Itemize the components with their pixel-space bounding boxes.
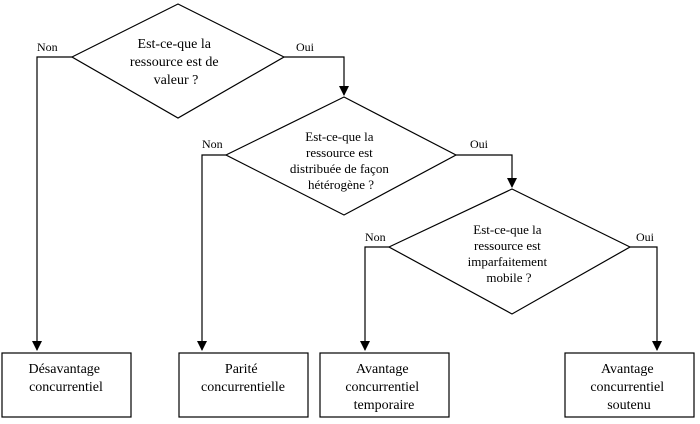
- outcome-1-box: [1, 352, 132, 418]
- decision-3-line-2: ressource est: [474, 238, 541, 253]
- outcome-4-box: [564, 352, 695, 418]
- decision-3-yes-label: Oui: [636, 230, 655, 244]
- decision-1-no-label: Non: [37, 40, 58, 54]
- connector-d1-yes: [284, 56, 349, 96]
- outcome-3-line-2: concurrentiel: [345, 380, 419, 395]
- outcome-1-line-2: concurrentiel: [29, 380, 103, 395]
- decision-2-diamond: [224, 96, 458, 216]
- decision-2-text: Est-ce-que la ressource est distribuée d…: [290, 129, 392, 192]
- decision-1-line-3: valeur ?: [154, 73, 199, 88]
- outcome-3-text: Avantage concurrentiel temporaire: [345, 362, 422, 413]
- outcome-3-box: [319, 352, 450, 418]
- outcome-2-text: Parité concurrentielle: [201, 362, 285, 395]
- decision-2-yes-label: Oui: [470, 137, 489, 151]
- connector-d2-no: [197, 154, 226, 351]
- decision-2-line-1: Est-ce-que la: [305, 129, 373, 144]
- decision-1-yes-label: Oui: [296, 40, 315, 54]
- outcome-3-line-3: temporaire: [354, 398, 415, 413]
- decision-2-line-3: distribuée de façon: [290, 161, 389, 176]
- connector-d2-yes: [456, 154, 517, 188]
- outcome-3-line-1: Avantage: [356, 362, 409, 377]
- outcome-4-text: Avantage concurrentiel soutenu: [590, 362, 667, 413]
- decision-3-diamond: [387, 188, 632, 315]
- outcome-2-line-1: Parité: [225, 362, 258, 377]
- decision-3-line-3: imparfaitement: [468, 254, 548, 269]
- connector-d1-no: [32, 56, 72, 351]
- decision-2-no-label: Non: [202, 137, 223, 151]
- decision-3-no-label: Non: [365, 230, 386, 244]
- decision-1-line-1: Est-ce-que la: [138, 37, 212, 52]
- decision-1-line-2: ressource est de: [130, 55, 219, 70]
- outcome-1-text: Désavantage concurrentiel: [28, 362, 103, 395]
- outcome-4-line-2: concurrentiel: [590, 380, 664, 395]
- outcome-4-line-3: soutenu: [607, 398, 651, 413]
- decision-1-diamond: [70, 3, 286, 119]
- decision-3-line-1: Est-ce-que la: [473, 222, 541, 237]
- outcome-2-box: [178, 352, 309, 418]
- connector-d3-no: [360, 246, 389, 351]
- outcome-4-line-1: Avantage: [601, 362, 654, 377]
- decision-2-line-2: ressource est: [306, 145, 373, 160]
- connector-d3-yes: [630, 246, 662, 351]
- decision-1-text: Est-ce-que la ressource est de valeur ?: [130, 37, 222, 88]
- decision-3-line-4: mobile ?: [486, 270, 531, 285]
- decision-3-text: Est-ce-que la ressource est imparfaiteme…: [468, 222, 551, 285]
- outcome-2-line-2: concurrentielle: [201, 380, 285, 395]
- outcome-1-line-1: Désavantage: [28, 362, 100, 377]
- decision-2-line-4: hétérogène ?: [308, 177, 374, 192]
